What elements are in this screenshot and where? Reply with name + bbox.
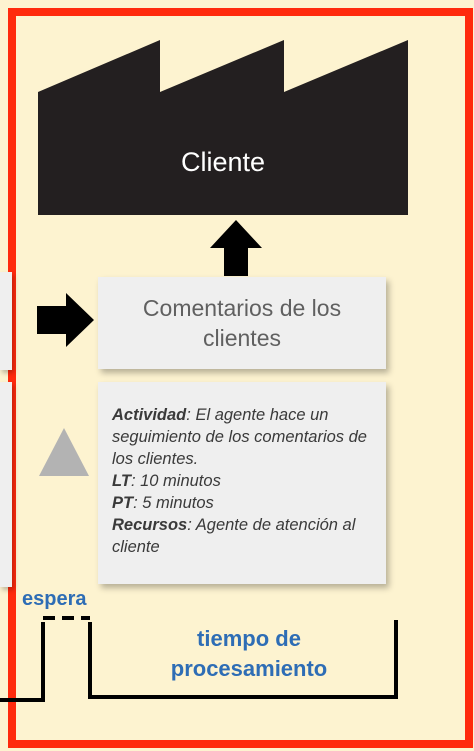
process-title: Comentarios de los clientes — [142, 295, 342, 351]
lt-text: : 10 minutos — [130, 472, 221, 490]
pt-label: PT — [112, 494, 134, 512]
timeline-line — [0, 616, 398, 702]
process-info-box: Actividad: El agente hace un seguimiento… — [98, 382, 386, 584]
processing-time-label: tiempo de procesamiento — [170, 626, 328, 681]
activity-line: Actividad: El agente hace un seguimiento… — [112, 404, 376, 470]
selection-frame — [8, 8, 473, 748]
lt-label: LT — [112, 472, 131, 490]
resources-text: : Agente de atención al cliente — [112, 516, 356, 556]
arrow-up-icon — [210, 220, 262, 276]
previous-info-box — [0, 382, 12, 587]
resources-label: Recursos — [112, 516, 188, 534]
resources-line: Recursos: Agente de atención al cliente — [112, 514, 376, 558]
customer-label: Cliente — [180, 147, 266, 177]
lt-line: LT: 10 minutos — [112, 470, 376, 492]
wait-time-label: espera — [22, 588, 87, 610]
activity-text: : El agente hace un seguimiento de los c… — [112, 406, 367, 468]
activity-label: Actividad — [112, 406, 187, 424]
pt-text: : 5 minutos — [133, 494, 214, 512]
inventory-triangle-icon — [39, 428, 89, 476]
pt-line: PT: 5 minutos — [112, 492, 376, 514]
process-box[interactable]: Comentarios de los clientes — [98, 277, 386, 369]
previous-process-box — [0, 272, 12, 370]
customer-factory-icon — [38, 40, 408, 215]
push-arrow-icon — [37, 293, 94, 347]
